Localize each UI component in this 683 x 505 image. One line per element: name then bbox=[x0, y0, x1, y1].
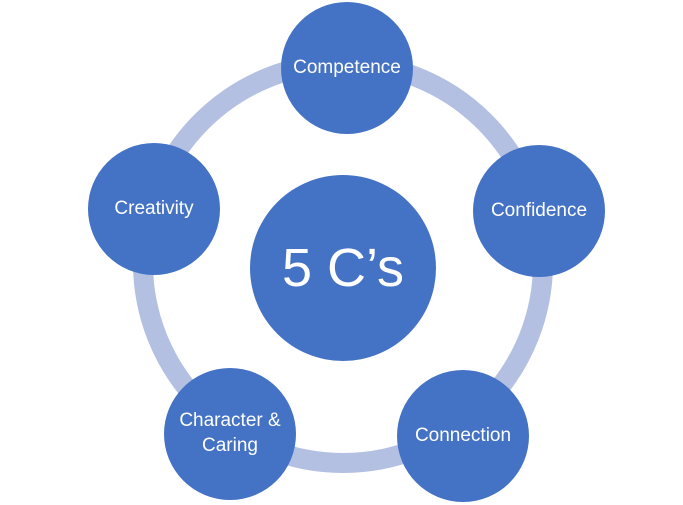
node-character-caring: Character & Caring bbox=[164, 368, 296, 500]
node-confidence: Confidence bbox=[473, 145, 605, 277]
center-node-5cs: 5 C’s bbox=[250, 175, 436, 361]
node-competence: Competence bbox=[281, 2, 413, 134]
node-connection: Connection bbox=[397, 370, 529, 502]
node-competence-label: Competence bbox=[293, 56, 401, 78]
node-creativity: Creativity bbox=[88, 143, 220, 275]
node-connection-label: Connection bbox=[414, 424, 512, 446]
node-creativity-label: Creativity bbox=[114, 197, 194, 219]
node-confidence-label: Confidence bbox=[490, 199, 588, 221]
center-node-label: 5 C’s bbox=[281, 238, 405, 298]
node-character-caring-label: Character & Caring bbox=[179, 410, 281, 456]
